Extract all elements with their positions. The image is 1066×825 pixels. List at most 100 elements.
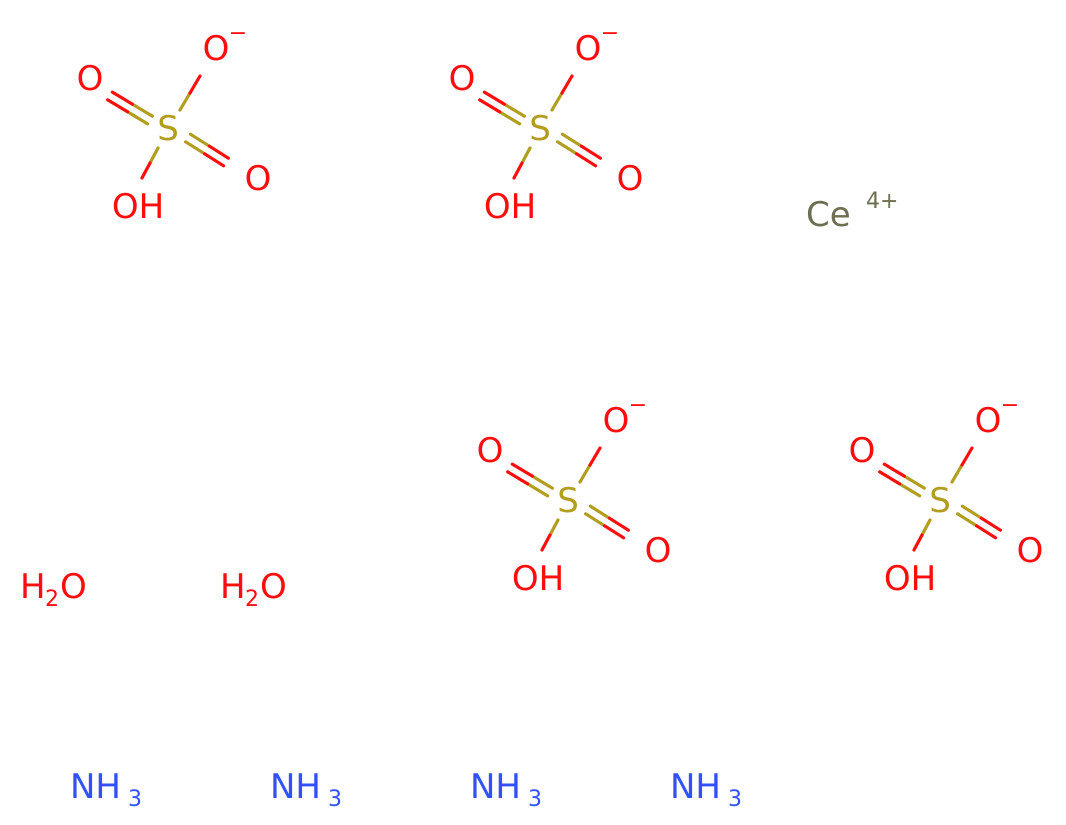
oxygen-atom: O [477, 431, 504, 471]
ammonia-nh: NH [70, 767, 121, 807]
bond-s-oh [912, 533, 924, 552]
bond-s-o-double [583, 512, 607, 528]
bond-s-oh [512, 161, 524, 180]
negative-charge: − [1001, 393, 1019, 418]
bond-s-o-double [979, 516, 1003, 532]
sulfur-atom: S [557, 481, 579, 521]
oxygen-atom: O [449, 59, 476, 99]
bond-s-o-double [574, 152, 598, 168]
bond-s-o-minus [560, 74, 574, 95]
bond-s-o-double [960, 504, 984, 520]
bond-s-o-double [506, 470, 530, 486]
oxygen-atom: O [1017, 531, 1044, 571]
oxygen-anion: O [575, 29, 602, 69]
bond-s-o-double [898, 482, 922, 498]
oxygen-atom: O [645, 531, 672, 571]
water-subscript: 2 [245, 587, 259, 612]
bond-s-oh [148, 146, 160, 165]
oxygen-atom: O [849, 431, 876, 471]
bond-s-o-double [560, 132, 584, 148]
oxygen-anion: O [975, 401, 1002, 441]
bond-s-o-double [202, 152, 226, 168]
bond-s-o-double [882, 462, 906, 478]
cerium-charge: 4+ [866, 189, 898, 214]
ammonia-molecule-2: NH 3 [270, 767, 342, 812]
hydroxyl-group: OH [512, 559, 564, 599]
bond-s-o-minus [578, 463, 592, 484]
hydroxyl-group: OH [884, 559, 936, 599]
ammonia-subscript: 3 [128, 787, 142, 812]
bond-s-o-double [955, 512, 979, 528]
ammonia-nh: NH [670, 767, 721, 807]
bond-s-o-double [478, 98, 502, 114]
water-subscript: 2 [45, 587, 59, 612]
bond-s-o-double [498, 110, 522, 126]
cerium-symbol: Ce [806, 195, 851, 235]
bond-s-oh [140, 161, 152, 180]
bond-s-o-double [579, 144, 603, 160]
bond-s-o-double [555, 140, 579, 156]
negative-charge: − [601, 21, 619, 46]
bond-s-o-double [126, 110, 150, 126]
bond-s-o-double [183, 140, 207, 156]
hydroxyl-group: OH [112, 187, 164, 227]
ammonia-molecule-4: NH 3 [670, 767, 742, 812]
bond-s-o-double [607, 516, 631, 532]
bond-s-o-double [974, 524, 998, 540]
bond-s-o-double [110, 90, 134, 106]
ammonia-nh: NH [270, 767, 321, 807]
sulfur-atom: S [157, 109, 179, 149]
cerium-ion: Ce 4+ [806, 189, 898, 235]
bond-s-o-double [878, 470, 902, 486]
bond-s-o-double [188, 132, 212, 148]
bond-s-oh [540, 533, 552, 552]
bond-s-o-double [902, 474, 926, 490]
bond-s-o-double [130, 102, 154, 118]
bond-s-oh [920, 518, 932, 537]
bond-s-o-minus [588, 446, 602, 467]
sulfur-atom: S [929, 481, 951, 521]
ammonia-subscript: 3 [728, 787, 742, 812]
bond-s-o-double [588, 504, 612, 520]
oxygen-anion: O [603, 401, 630, 441]
water-oxygen: O [60, 567, 87, 607]
bond-s-o-minus [178, 91, 192, 112]
oxygen-atom: O [245, 159, 272, 199]
negative-charge: − [629, 393, 647, 418]
ammonia-molecule-3: NH 3 [470, 767, 542, 812]
water-hydrogen: H [20, 567, 46, 607]
bond-s-o-minus [550, 91, 564, 112]
bond-s-o-double [602, 524, 626, 540]
bond-s-o-double [482, 90, 506, 106]
bond-s-oh [520, 146, 532, 165]
bond-s-o-double [207, 144, 231, 160]
bond-s-o-double [502, 102, 526, 118]
ammonia-subscript: 3 [528, 787, 542, 812]
ammonia-subscript: 3 [328, 787, 342, 812]
water-hydrogen: H [220, 567, 246, 607]
bond-s-o-double [526, 482, 550, 498]
bond-s-oh [548, 518, 560, 537]
oxygen-atom: O [77, 59, 104, 99]
bond-s-o-double [510, 462, 534, 478]
water-oxygen: O [260, 567, 287, 607]
oxygen-anion: O [203, 29, 230, 69]
bond-s-o-minus [950, 463, 964, 484]
negative-charge: − [229, 21, 247, 46]
bond-s-o-minus [188, 74, 202, 95]
bond-s-o-double [530, 474, 554, 490]
oxygen-atom: O [617, 159, 644, 199]
ammonia-nh: NH [470, 767, 521, 807]
bond-s-o-minus [960, 446, 974, 467]
ammonia-molecule-1: NH 3 [70, 767, 142, 812]
hydroxyl-group: OH [484, 187, 536, 227]
sulfur-atom: S [529, 109, 551, 149]
bond-s-o-double [106, 98, 130, 114]
